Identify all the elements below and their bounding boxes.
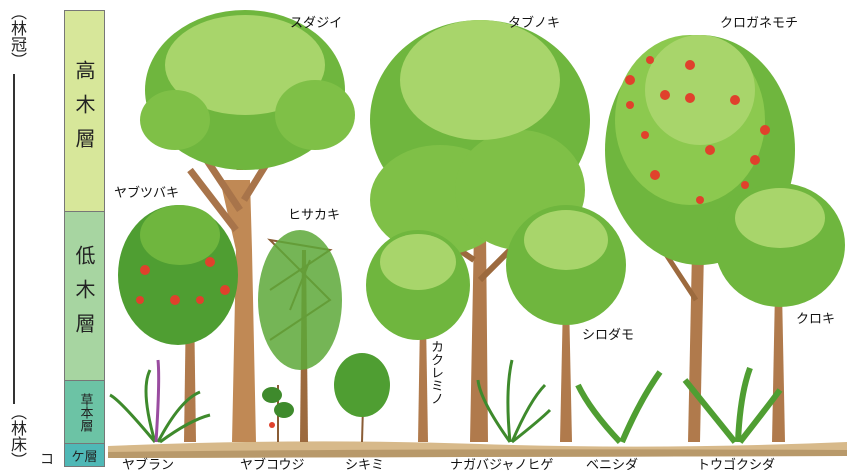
label-yaburan: ヤブラン [122,454,174,473]
tree-yabutsubaki [118,205,238,442]
label-benishida: ベニシダ [586,454,638,473]
label-tougokushida: トウゴクシダ [697,454,775,473]
plant-yabukouji [262,385,294,442]
label-shikimi: シキミ [345,454,384,473]
plant-shikimi [334,353,390,442]
label-kuroki: クロキ [796,308,835,327]
label-yabukouji: ヤブコウジ [240,454,304,473]
plant-nagabajanohige [478,360,550,442]
label-kakuremino: カクレミノ [428,340,442,405]
label-yabutsubaki: ヤブツバキ [114,182,179,201]
plant-benishida [578,372,660,442]
label-hisakaki: ヒサカキ [288,204,340,223]
label-tabunoki: タブノキ [508,12,560,31]
label-sudajii: スダジイ [290,12,342,31]
tree-hisakaki [258,230,342,442]
label-shirodamo: シロダモ [582,324,634,343]
tree-kakuremino [366,230,470,442]
label-nagabajanohige: ナガバジャノヒゲ [450,454,553,473]
label-kuroganemochi: クロガネモチ [720,12,798,31]
